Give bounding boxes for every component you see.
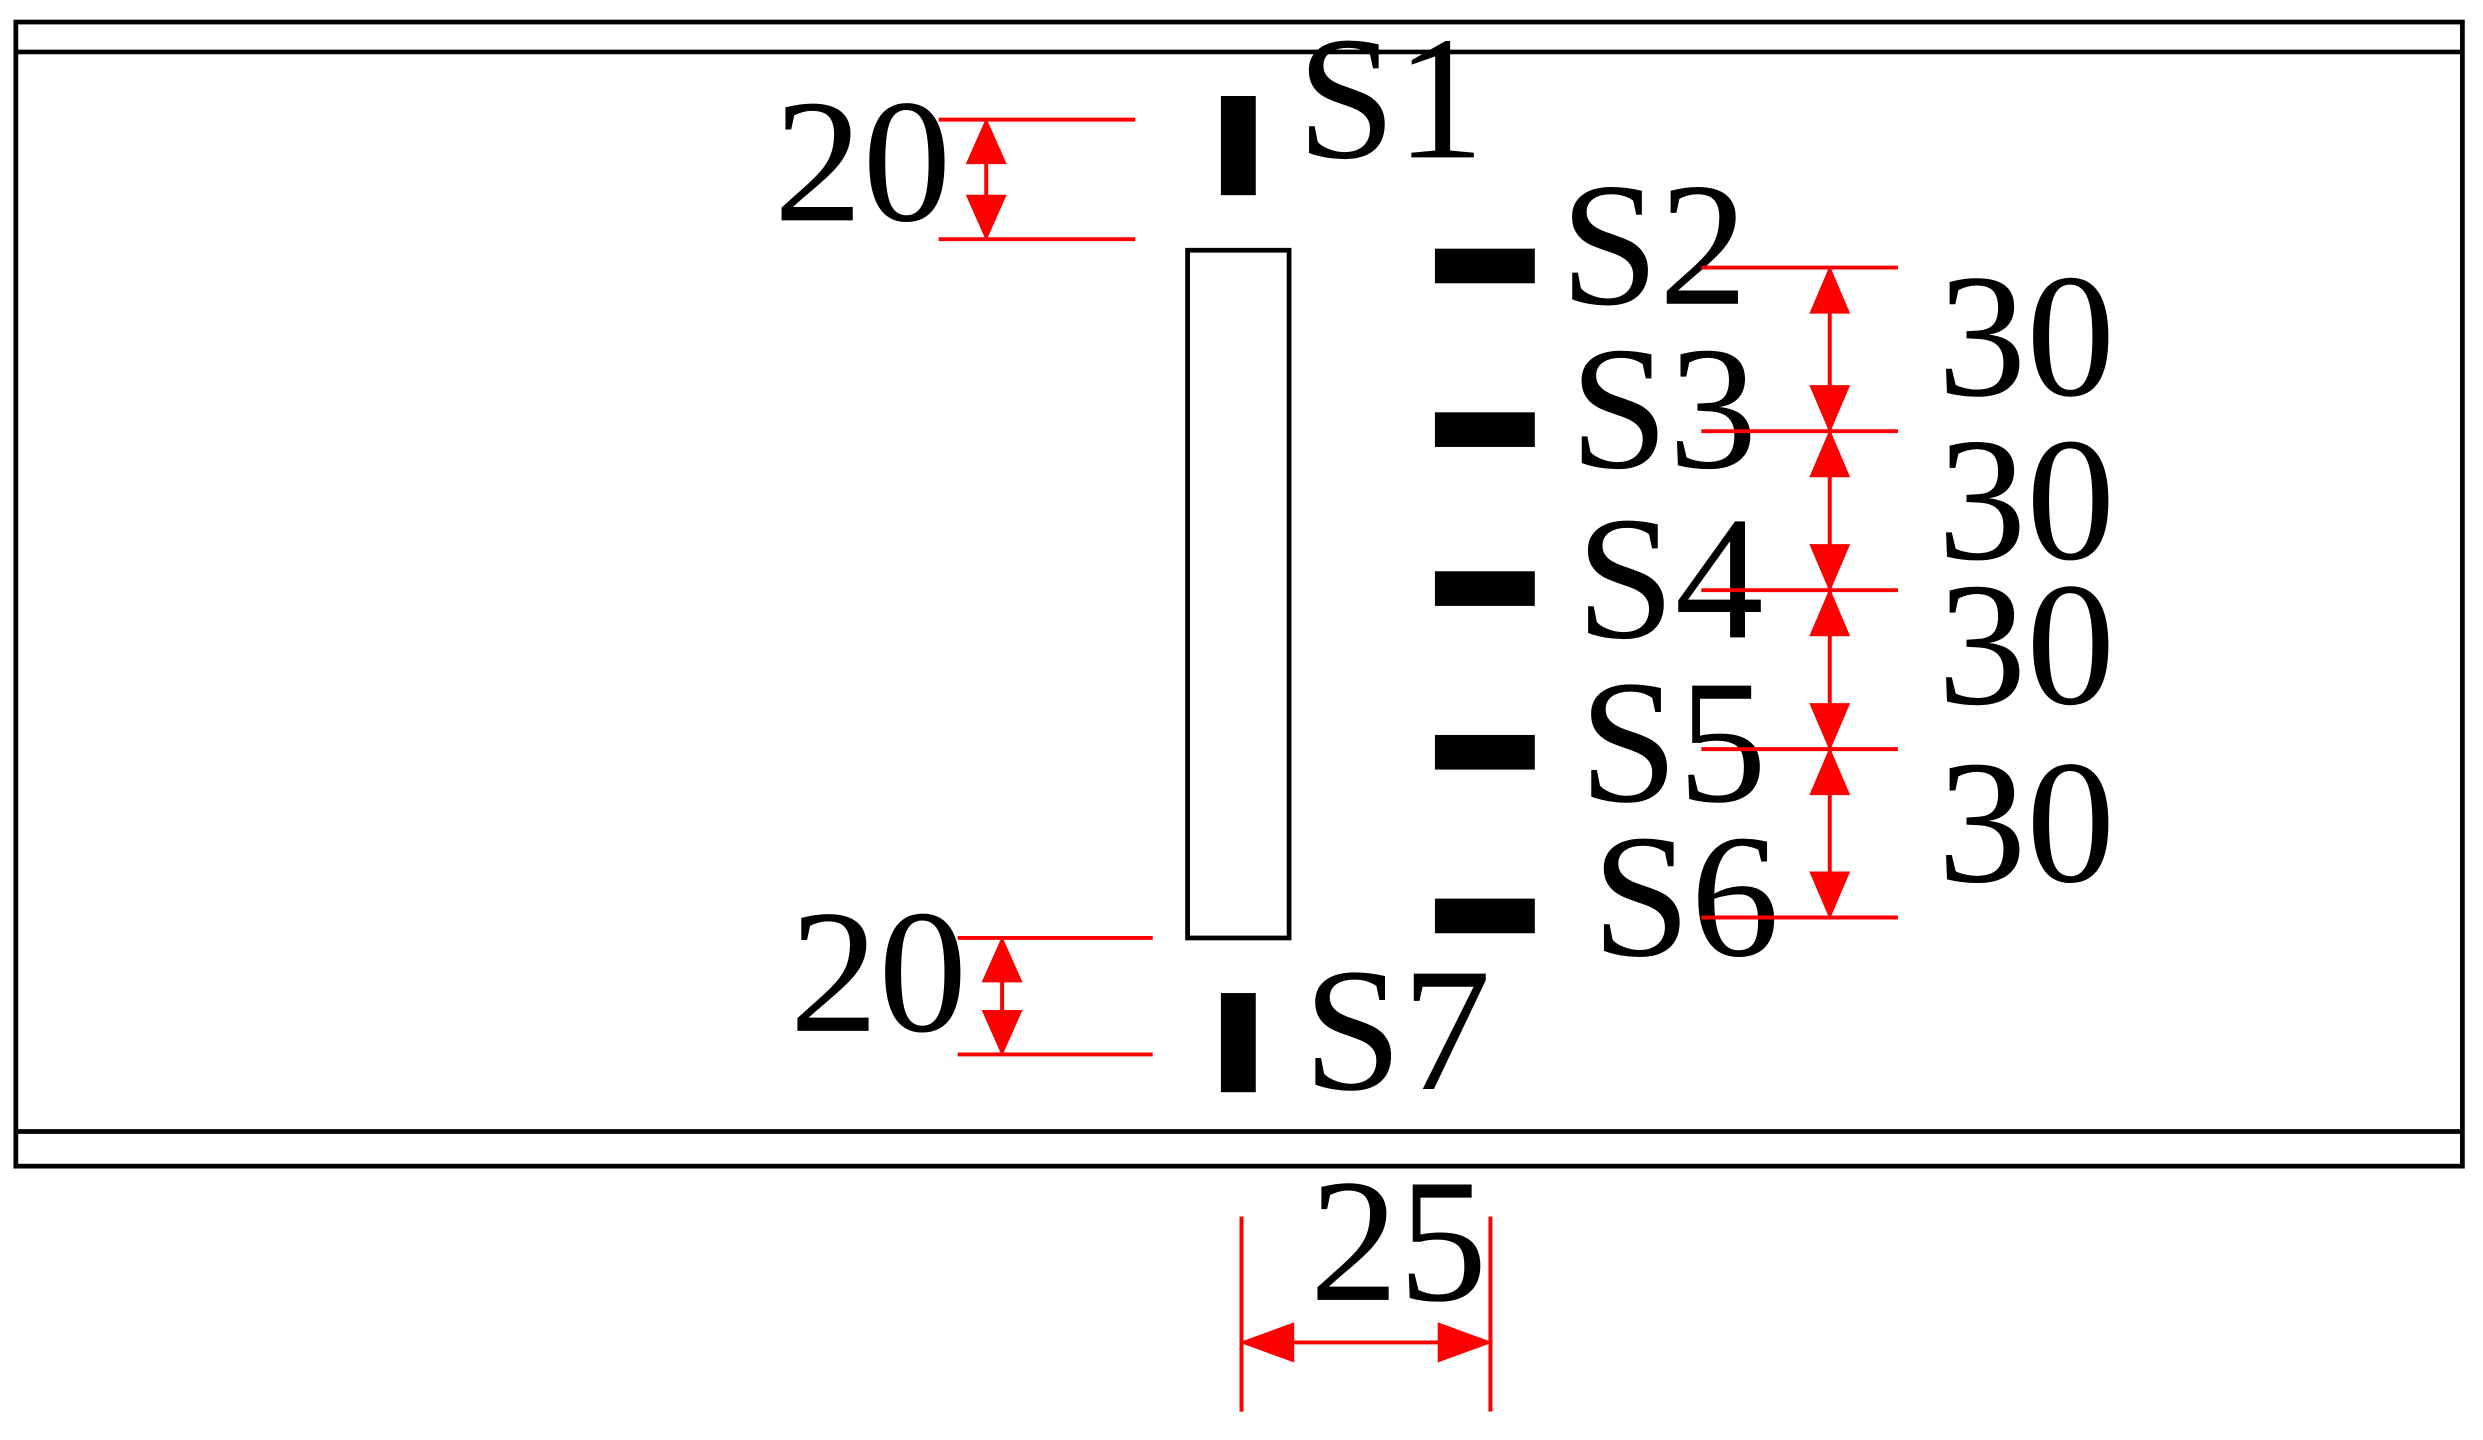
beam-outer-border: [13, 19, 2465, 1169]
spacing3-arrow-down: [1809, 703, 1851, 752]
spacing-3-label: 30: [1938, 547, 2116, 742]
sensor-s4-label: S4: [1576, 481, 1764, 676]
top-dim-arrow-down: [965, 194, 1007, 241]
sensor-labels: S1 S2 S3 S4 S5 S6 S7: [1297, 1, 1779, 1128]
width-dim-arrow-right: [1437, 1322, 1494, 1363]
sensor-s2-mark: [1434, 248, 1535, 284]
spacing-4-label: 30: [1938, 725, 2116, 920]
top-offset-label: 20: [774, 64, 952, 259]
width-dim-arrow-left: [1238, 1322, 1295, 1363]
spacing2-arrow-down: [1809, 544, 1851, 593]
spacing3-arrow-up: [1809, 588, 1851, 637]
width-label: 25: [1310, 1144, 1488, 1339]
spacing2-arrow-up: [1809, 429, 1851, 478]
central-slot: [1185, 247, 1292, 941]
sensor-s1-mark: [1220, 96, 1256, 196]
sensor-s5-mark: [1434, 734, 1535, 770]
dimension-lines: [938, 117, 1898, 1412]
bottom-offset-label: 20: [790, 874, 968, 1069]
top-dim-arrow-up: [965, 117, 1007, 165]
bottom-dim-arrow-up: [981, 936, 1023, 983]
sensor-s4-mark: [1434, 571, 1535, 606]
sensor-s3-mark: [1434, 412, 1535, 447]
sensors: [1220, 96, 1535, 1093]
beam-outline: [13, 19, 2465, 1169]
dimension-labels: 20 20 30 30 30 30 25: [774, 64, 2115, 1339]
spacing1-arrow-down: [1809, 385, 1851, 434]
sensor-s6-mark: [1434, 898, 1535, 934]
sensor-s1-label: S1: [1297, 1, 1485, 196]
sensor-s7-mark: [1220, 993, 1256, 1093]
sensor-s7-label: S7: [1303, 933, 1491, 1128]
spacing1-arrow-up: [1809, 265, 1851, 314]
spacing4-arrow-down: [1809, 871, 1851, 920]
sensor-s3-label: S3: [1570, 311, 1758, 506]
sensor-s6-label: S6: [1592, 799, 1780, 994]
spacing4-arrow-up: [1809, 747, 1851, 796]
bottom-dim-arrow-down: [981, 1009, 1023, 1057]
sensor-s5-label: S5: [1579, 645, 1767, 840]
sensor-s2-label: S2: [1560, 147, 1748, 342]
spacing-2-label: 30: [1938, 402, 2116, 597]
spacing-1-label: 30: [1938, 239, 2116, 434]
